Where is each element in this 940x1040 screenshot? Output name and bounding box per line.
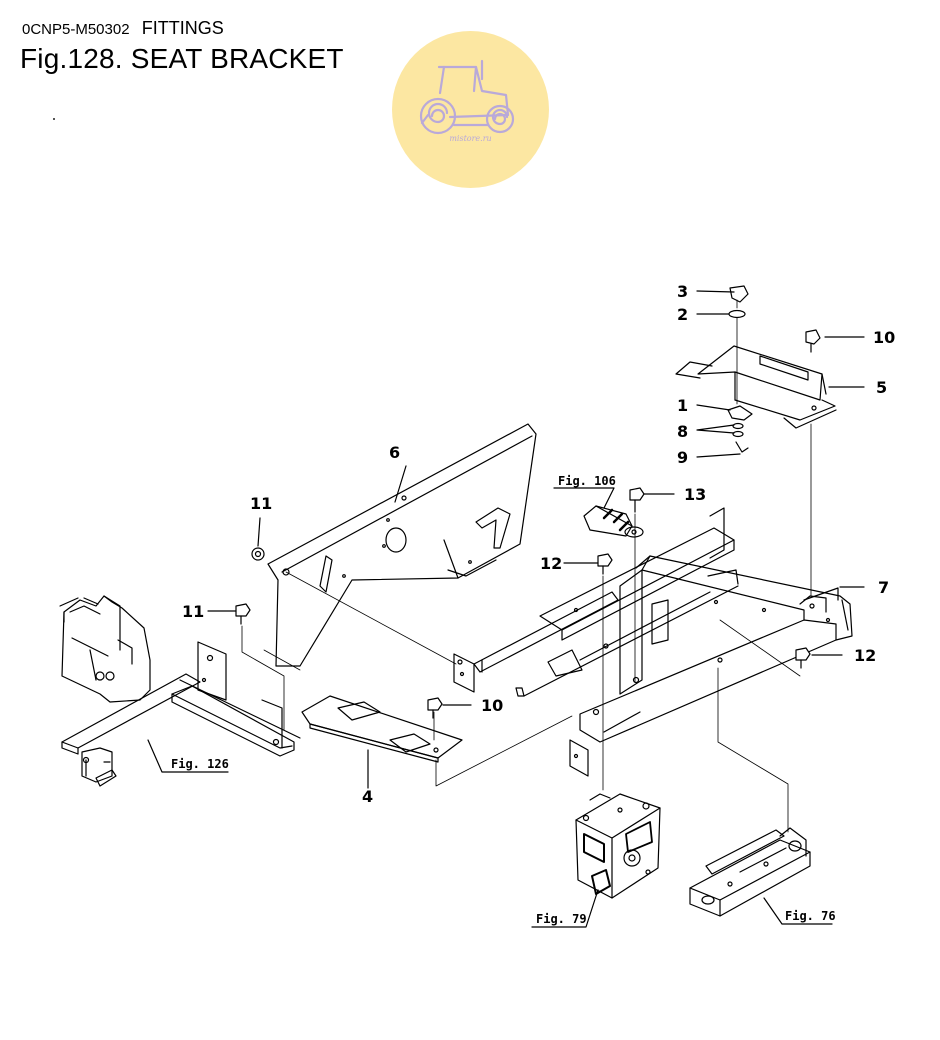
callout-11-lower: 11 [182, 602, 204, 621]
page-title: Fig.128. SEAT BRACKET [20, 43, 344, 74]
nut-part-11a [251, 547, 265, 561]
callout-12-lower: 12 [854, 646, 876, 665]
callout-11: 11 [250, 494, 272, 513]
bolt-part-13 [629, 487, 645, 501]
callout-2: 2 [677, 305, 688, 324]
callout-7: 7 [878, 578, 889, 597]
bolt-part-12b [795, 647, 811, 661]
fig76-housing [689, 827, 811, 917]
callout-3: 3 [677, 282, 688, 301]
floor-plate-part-4 [301, 695, 463, 763]
callout-1: 1 [677, 396, 688, 415]
logo-text: mistore.ru [449, 134, 492, 143]
nut-part-1 [727, 405, 753, 421]
washer-part-2 [728, 309, 746, 319]
seat-bracket-part-5 [675, 345, 837, 429]
callout-8: 8 [677, 422, 688, 441]
bolt-part-10b [427, 697, 443, 711]
callout-6: 6 [389, 443, 400, 462]
seat-panel-part-6 [267, 423, 537, 667]
callout-13: 13 [684, 485, 706, 504]
washer-part-8b [732, 430, 744, 438]
ref-fig-76: Fig. 76 [785, 909, 836, 923]
tractor-icon [419, 59, 515, 135]
knob-part-3 [729, 285, 749, 303]
bolt-part-11b [235, 603, 251, 617]
doc-code: 0CNP5-M50302 FITTINGS [22, 18, 224, 39]
main-frame-part-7 [453, 507, 853, 777]
ref-fig-126: Fig. 126 [171, 757, 229, 771]
stray-dot [53, 118, 55, 120]
callout-10-lower: 10 [481, 696, 503, 715]
part-code: 0CNP5-M50302 [22, 21, 130, 38]
fig106-bracket [583, 505, 644, 538]
bolt-part-12a [597, 553, 613, 567]
washer-part-8a [732, 422, 744, 430]
callout-12: 12 [540, 554, 562, 573]
bolt-part-10a [805, 329, 821, 345]
category-label: FITTINGS [141, 18, 224, 38]
pin-part-9 [735, 441, 749, 453]
left-frame-assembly [59, 595, 301, 787]
callout-10: 10 [873, 328, 895, 347]
watermark-logo: mistore.ru [392, 31, 549, 188]
fig79-gearbox [575, 793, 661, 899]
callout-4: 4 [362, 787, 373, 806]
ref-fig-106: Fig. 106 [558, 474, 616, 488]
callout-9: 9 [677, 448, 688, 467]
ref-fig-79: Fig. 79 [536, 912, 587, 926]
callout-5: 5 [876, 378, 887, 397]
